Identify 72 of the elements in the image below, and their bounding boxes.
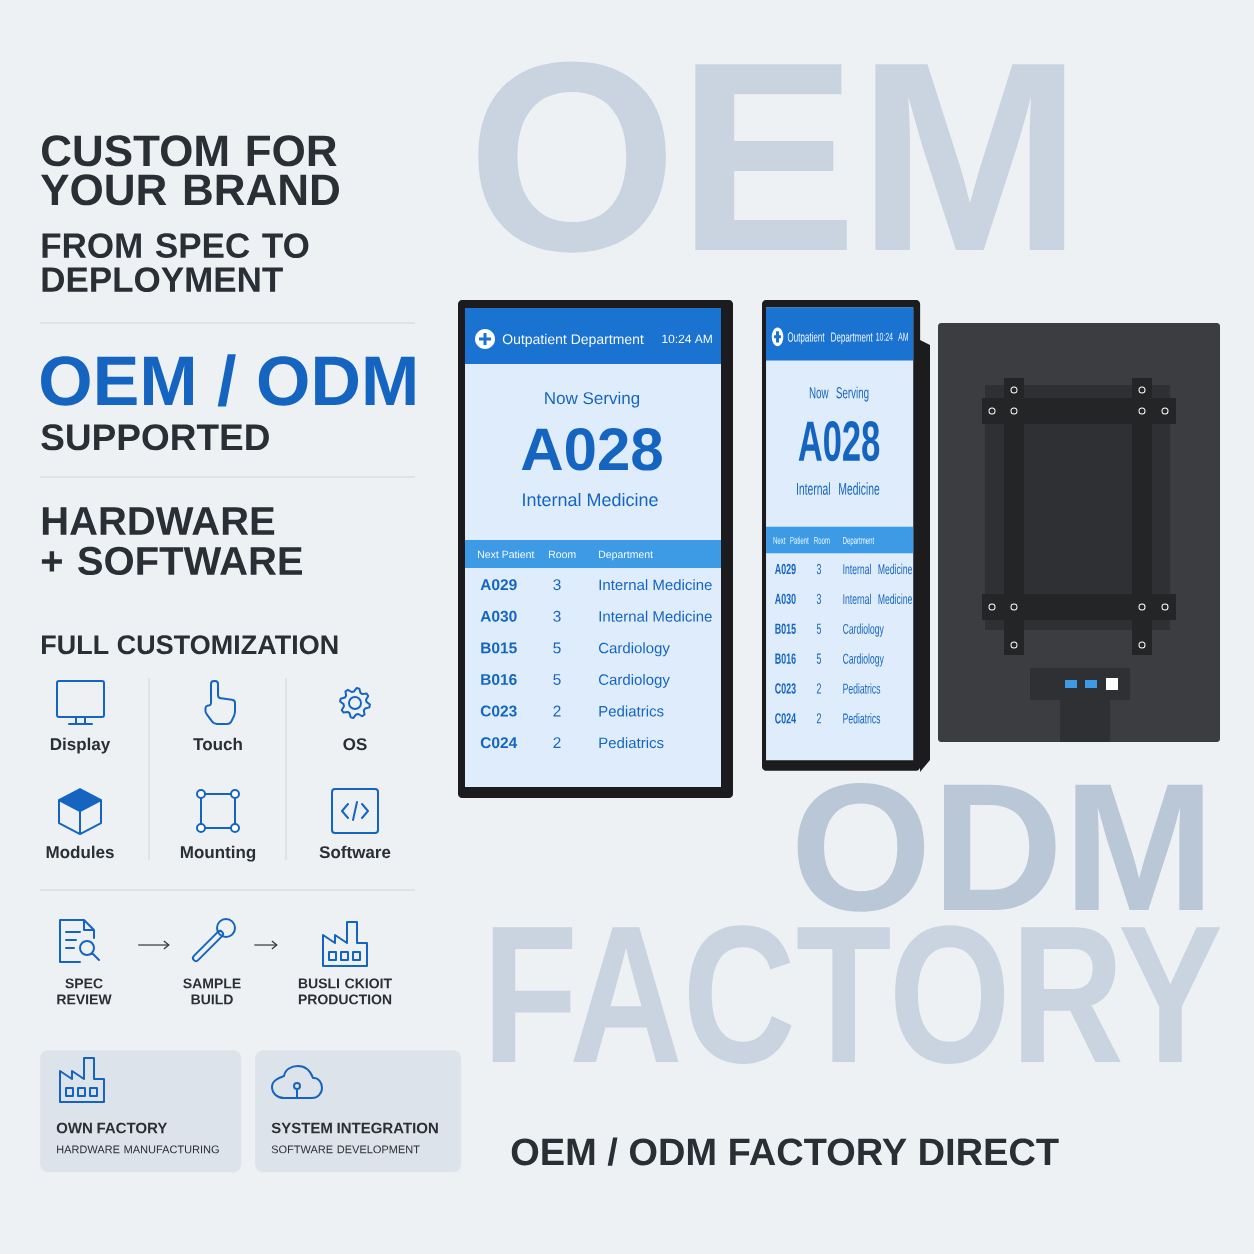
subheading: FROM SPEC TO DEPLOYMENT [42,233,309,292]
table-cell: 5 [553,642,561,654]
table-cell: C024 [480,737,518,749]
table-cell: 5 [816,653,822,664]
table-cell: Cardiology [598,642,670,657]
table-cell: Pediatrics [843,683,881,694]
table-cell: Internal Medicine [843,593,912,605]
feature-label: Display [50,737,111,754]
headline: OEM / ODM [41,354,415,407]
arrow [137,940,170,950]
table-cell: Internal Medicine [599,579,712,591]
table-cell: 2 [816,713,821,724]
headline: HARDWARE + SOFTWARE [41,507,303,576]
table-cell: C023 [480,705,517,717]
arrow [253,940,278,950]
table-cell: Cardiology [843,653,884,667]
table-cell: 3 [816,593,821,605]
table-cell: B015 [775,623,796,634]
table-cell: B015 [481,642,517,654]
table-cell: A030 [775,593,796,605]
ticket-number: A028 [798,421,880,462]
process-step: SAMPLE BUILD [183,978,241,1005]
table-cell: A029 [775,563,796,575]
table-header: Room [549,550,576,559]
tagline: OEM / ODM FACTORY DIRECT [511,1137,1059,1166]
clock-time: 10:24 AM [662,334,712,344]
table-header: Next Patient [478,550,535,559]
feature-label: Software [319,845,391,859]
feature-card: SYSTEM INTEGRATION SOFTWARE DEVELOPMENT [255,1050,462,1173]
status-label: Now Serving [545,391,640,408]
department-name: Internal Medicine [797,482,880,495]
table-cell: Internal Medicine [599,610,712,622]
table-cell: 2 [816,683,821,694]
table-header: Department [599,550,653,561]
table-header: Room [814,537,830,544]
table-cell: A030 [480,610,517,622]
table-cell: B016 [481,674,517,685]
process-step: BUSLI CKIOIT PRODUCTION [298,978,392,1005]
table-cell: Cardiology [598,673,670,688]
feature-card: OWN FACTORY HARDWARE MANUFACTURING [40,1050,242,1173]
feature-label: OS [343,738,367,751]
ticket-number: A028 [521,428,662,471]
subheading: SUPPORTED [41,424,269,451]
table-header: Department [843,537,875,546]
table-cell: Pediatrics [599,705,664,717]
table-cell: Internal Medicine [843,563,912,575]
table-cell: Pediatrics [843,713,881,724]
table-cell: B016 [775,653,796,664]
table-cell: 2 [553,705,561,717]
table-cell: 5 [553,674,561,685]
header-title: Outpatient Department [502,333,644,347]
table-cell: Cardiology [843,623,884,637]
table-cell: 2 [553,737,561,748]
table-cell: 3 [816,563,821,575]
header-title: Outpatient Department [787,332,873,345]
feature-label: Touch [193,737,242,751]
table-cell: C023 [775,683,796,694]
section-heading: FULL CUSTOMIZATION [42,635,338,655]
clock-time: 10:24 AM [876,332,908,341]
table-cell: 5 [816,623,822,634]
process-step: SPEC REVIEW [57,978,112,1005]
table-cell: 3 [553,579,561,591]
table-header: Next Patient [773,536,809,544]
table-cell: C024 [775,713,797,724]
feature-label: Mounting [180,845,256,862]
feature-label: Modules [46,845,114,859]
table-cell: A029 [480,579,517,591]
headline: CUSTOM FOR YOUR BRAND [40,135,339,206]
table-cell: 3 [553,610,561,622]
status-label: Now Serving [809,386,869,402]
department-name: Internal Medicine [523,492,658,507]
table-cell: Pediatrics [599,737,664,749]
